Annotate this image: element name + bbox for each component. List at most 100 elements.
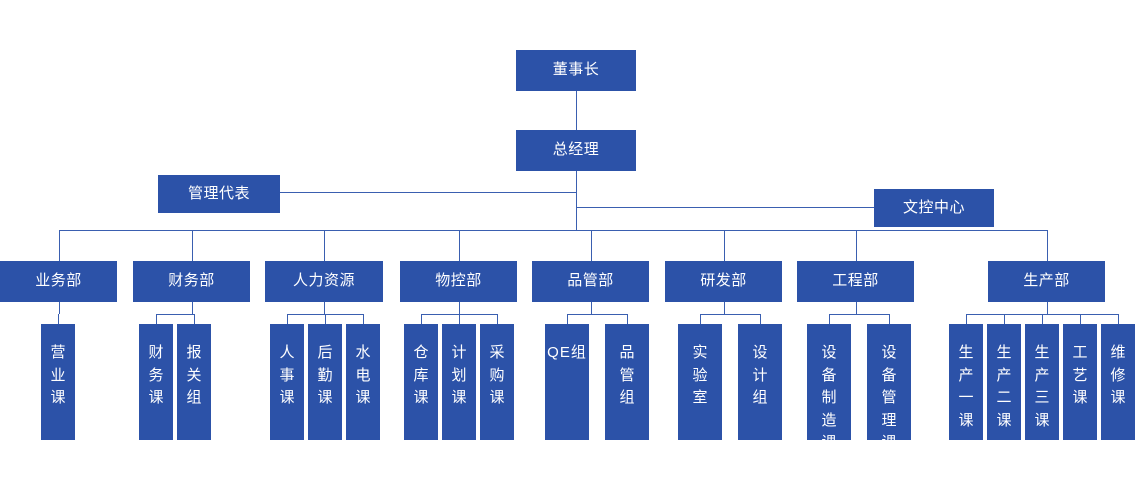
node-department-finance[interactable]: 财务部 — [133, 261, 250, 302]
subdepartment-label: 实验室 — [692, 344, 709, 406]
connector-finance-to-child-0 — [156, 314, 157, 324]
connector-engineering-rail — [829, 314, 889, 315]
node-subdepartment-sales-0[interactable]: 营业课 — [41, 324, 75, 440]
subdepartment-label: 生产三课 — [1034, 344, 1051, 429]
connector-hr-stem — [324, 302, 325, 314]
node-subdepartment-quality-0[interactable]: QE组 — [545, 324, 589, 440]
node-document-control-center[interactable]: 文控中心 — [874, 189, 994, 227]
connector-material-control-stem — [458, 302, 460, 314]
node-department-production[interactable]: 生产部 — [988, 261, 1105, 302]
subdepartment-label: 设计组 — [752, 344, 769, 406]
subdepartment-label: 后勤课 — [317, 344, 334, 406]
department-label: 物控部 — [435, 272, 482, 290]
connector-sales-to-child-0 — [58, 314, 59, 324]
connector-bus-to-hr — [324, 230, 325, 261]
connector-production-to-child-0 — [966, 314, 967, 324]
connector-production-to-child-4 — [1118, 314, 1119, 324]
node-subdepartment-hr-2[interactable]: 水电课 — [346, 324, 380, 440]
subdepartment-label: 采购课 — [489, 344, 506, 406]
connector-sales-stem — [58, 302, 60, 314]
node-subdepartment-production-0[interactable]: 生产一课 — [949, 324, 983, 440]
connector-production-to-child-2 — [1042, 314, 1043, 324]
connector-finance-stem — [191, 302, 193, 314]
connector-department-bus — [58, 230, 1047, 231]
connector-hr-to-child-1 — [325, 314, 326, 324]
connector-quality-to-child-1 — [627, 314, 628, 324]
connector-bus-to-engineering — [855, 230, 857, 261]
department-label: 财务部 — [168, 272, 215, 290]
node-management-representative-label: 管理代表 — [187, 184, 250, 202]
node-management-representative[interactable]: 管理代表 — [158, 175, 280, 213]
department-label: 工程部 — [832, 272, 879, 290]
connector-gm-trunk — [576, 171, 577, 230]
node-general-manager[interactable]: 总经理 — [516, 130, 636, 171]
connector-production-stem — [1046, 302, 1048, 314]
subdepartment-label: 设备制造课 — [821, 344, 838, 451]
connector-quality-stem — [590, 302, 592, 314]
department-label: 生产部 — [1023, 272, 1070, 290]
node-subdepartment-material-control-2[interactable]: 采购课 — [480, 324, 514, 440]
node-subdepartment-hr-1[interactable]: 后勤课 — [308, 324, 342, 440]
node-subdepartment-engineering-1[interactable]: 设备管理课 — [867, 324, 911, 451]
node-subdepartment-rnd-1[interactable]: 设计组 — [738, 324, 782, 440]
subdepartment-label: 水电课 — [355, 344, 372, 406]
node-subdepartment-production-2[interactable]: 生产三课 — [1025, 324, 1059, 440]
node-subdepartment-finance-1[interactable]: 报关组 — [177, 324, 211, 440]
subdepartment-label: 财务课 — [148, 344, 165, 406]
department-label: 人力资源 — [292, 272, 355, 290]
subdepartment-label: 营业课 — [50, 344, 67, 406]
connector-rnd-to-child-0 — [700, 314, 701, 324]
connector-hr-to-child-2 — [363, 314, 364, 324]
node-chairman[interactable]: 董事长 — [516, 50, 636, 91]
node-chairman-label: 董事长 — [552, 61, 600, 79]
connector-bus-to-rnd — [723, 230, 725, 261]
connector-material-control-to-child-1 — [459, 314, 460, 324]
node-department-engineering[interactable]: 工程部 — [797, 261, 914, 302]
node-subdepartment-rnd-0[interactable]: 实验室 — [678, 324, 722, 440]
connector-finance-rail — [156, 314, 194, 315]
connector-bus-to-material-control — [458, 230, 460, 261]
connector-management-rep — [280, 192, 577, 193]
node-subdepartment-finance-0[interactable]: 财务课 — [139, 324, 173, 440]
subdepartment-label: 仓库课 — [413, 344, 430, 406]
subdepartment-label: 品管组 — [619, 344, 636, 406]
subdepartment-label: 生产一课 — [958, 344, 975, 429]
node-subdepartment-quality-1[interactable]: 品管组 — [605, 324, 649, 440]
subdepartment-label: 维修课 — [1110, 344, 1127, 406]
connector-hr-to-child-0 — [287, 314, 288, 324]
subdepartment-label: 计划课 — [451, 344, 468, 406]
connector-engineering-stem — [855, 302, 857, 314]
node-subdepartment-production-4[interactable]: 维修课 — [1101, 324, 1135, 440]
connector-production-to-child-1 — [1004, 314, 1005, 324]
connector-quality-to-child-0 — [567, 314, 568, 324]
subdepartment-label: 设备管理课 — [881, 344, 898, 451]
connector-rnd-to-child-1 — [760, 314, 761, 324]
node-subdepartment-material-control-1[interactable]: 计划课 — [442, 324, 476, 440]
node-department-hr[interactable]: 人力资源 — [265, 261, 383, 302]
connector-production-to-child-3 — [1080, 314, 1081, 324]
node-department-quality[interactable]: 品管部 — [532, 261, 649, 302]
connector-doc-control — [576, 207, 874, 208]
node-subdepartment-material-control-0[interactable]: 仓库课 — [404, 324, 438, 440]
connector-rnd-rail — [700, 314, 760, 315]
node-department-rnd[interactable]: 研发部 — [665, 261, 782, 302]
department-label: 品管部 — [567, 272, 614, 290]
node-subdepartment-production-3[interactable]: 工艺课 — [1063, 324, 1097, 440]
node-subdepartment-engineering-0[interactable]: 设备制造课 — [807, 324, 851, 451]
node-subdepartment-production-1[interactable]: 生产二课 — [987, 324, 1021, 440]
connector-bus-to-quality — [590, 230, 592, 261]
subdepartment-label: 报关组 — [186, 344, 203, 406]
node-department-sales[interactable]: 业务部 — [0, 261, 117, 302]
connector-chairman-to-gm — [576, 91, 577, 130]
node-subdepartment-hr-0[interactable]: 人事课 — [270, 324, 304, 440]
connector-quality-rail — [567, 314, 627, 315]
subdepartment-label: 人事课 — [279, 344, 296, 406]
department-label: 业务部 — [35, 272, 82, 290]
connector-finance-to-child-1 — [194, 314, 195, 324]
subdepartment-label: 生产二课 — [996, 344, 1013, 429]
connector-engineering-to-child-1 — [889, 314, 890, 324]
connector-material-control-to-child-0 — [421, 314, 422, 324]
node-department-material-control[interactable]: 物控部 — [400, 261, 517, 302]
connector-bus-to-finance — [191, 230, 193, 261]
